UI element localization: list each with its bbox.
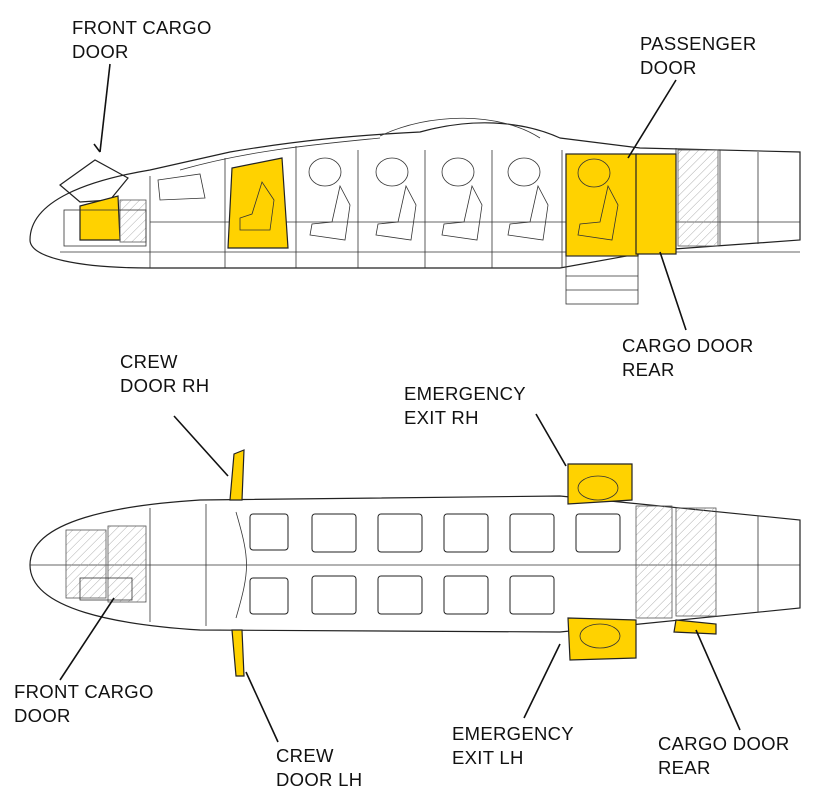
side-front-cargo-door-open (59, 159, 129, 203)
pointer-lines (59, 63, 741, 743)
label-text: CARGO DOOR (622, 335, 753, 356)
label-text: CARGO DOOR (658, 733, 789, 754)
label-text: FRONT CARGO (72, 17, 212, 38)
label-text: REAR (658, 757, 711, 778)
label-top-cargo-door-rear: CARGO DOOR REAR (658, 733, 795, 778)
label-text: EMERGENCY (452, 723, 574, 744)
top-fuselage-outline (29, 495, 801, 633)
side-crew-seat-highlight (227, 157, 289, 249)
side-window-4 (507, 157, 541, 187)
label-top-crew-door-rh: CREW DOOR RH (120, 351, 209, 396)
top-crew-door-lh (231, 629, 245, 677)
label-top-emergency-exit-lh: EMERGENCY EXIT LH (452, 723, 579, 768)
label-text: DOOR (14, 705, 71, 726)
label-top-crew-door-lh: CREW DOOR LH (276, 745, 362, 790)
label-text: DOOR (640, 57, 697, 78)
label-text: EXIT LH (452, 747, 524, 768)
label-text: REAR (622, 359, 675, 380)
top-crew-door-rh (229, 449, 245, 501)
side-front-cargo-bay (79, 195, 121, 241)
label-text: FRONT CARGO (14, 681, 154, 702)
side-window-1 (308, 157, 342, 187)
label-text: EMERGENCY (404, 383, 526, 404)
side-cargo-door-rear (635, 153, 677, 255)
label-side-passenger-door: PASSENGER DOOR (640, 33, 762, 78)
label-text: DOOR LH (276, 769, 362, 790)
label-side-cargo-door-rear: CARGO DOOR REAR (622, 335, 759, 380)
label-text: CREW (120, 351, 178, 372)
side-view (29, 117, 801, 305)
top-cargo-door-rear (673, 619, 717, 635)
top-seat-row-lower (311, 575, 555, 615)
label-text: EXIT RH (404, 407, 479, 428)
top-view (29, 449, 801, 677)
top-emergency-exit-rh (567, 463, 633, 505)
label-text: PASSENGER (640, 33, 756, 54)
side-window-3 (441, 157, 475, 187)
side-airstair (565, 255, 639, 305)
label-top-emergency-exit-rh: EMERGENCY EXIT RH (404, 383, 531, 428)
top-front-cargo-hatch (79, 577, 133, 601)
side-fuselage-outline (29, 122, 801, 269)
label-top-front-cargo-door: FRONT CARGO DOOR (14, 681, 159, 726)
top-emergency-exit-lh (567, 617, 637, 661)
label-text: DOOR RH (120, 375, 209, 396)
label-text: DOOR (72, 41, 129, 62)
label-text: CREW (276, 745, 334, 766)
side-passenger-door (565, 153, 639, 257)
label-side-front-cargo-door: FRONT CARGO DOOR (72, 17, 217, 62)
top-seat-row-upper (311, 513, 621, 553)
side-window-2 (375, 157, 409, 187)
